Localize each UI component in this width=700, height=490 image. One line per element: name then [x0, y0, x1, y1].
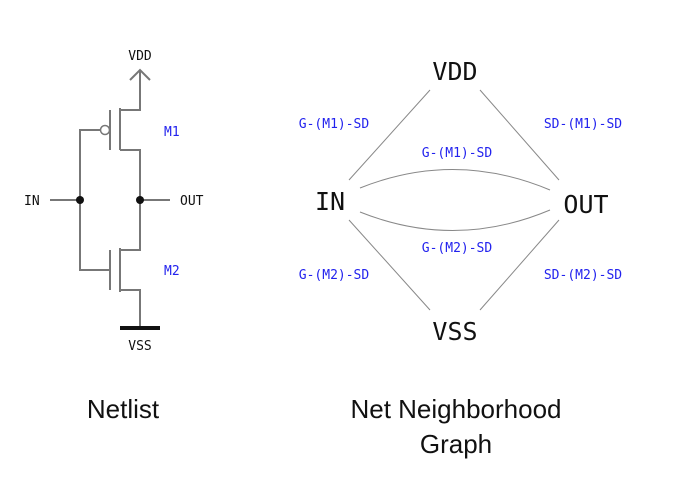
edge-out-vdd [479, 89, 560, 181]
edge-in-out-bottom [359, 209, 551, 231]
m1-label: M1 [164, 125, 180, 140]
graph-title-line2: Graph [420, 429, 492, 459]
edge-out-vss [479, 219, 560, 311]
vdd-arrow [120, 68, 151, 111]
net-neighborhood-graph: VDD IN OUT VSS G-(M1)-SD SD-(M1)-SD G-(M… [299, 57, 623, 346]
edge-label-in-vdd: G-(M1)-SD [299, 117, 370, 132]
node-vdd: VDD [432, 57, 477, 86]
edge-label-in-out-bottom: G-(M2)-SD [422, 241, 493, 256]
m2-source-wire [120, 289, 141, 328]
in-label: IN [24, 194, 40, 209]
edge-in-out-top [359, 169, 551, 191]
graph-title-line1: Net Neighborhood [350, 394, 561, 424]
m1-gate-wire [79, 129, 110, 271]
edge-label-out-vss: SD-(M2)-SD [544, 268, 622, 283]
edge-in-vss [348, 219, 431, 311]
edge-label-in-vss: G-(M2)-SD [299, 268, 370, 283]
edge-in-vdd [348, 89, 431, 181]
m1-gate-bubble [99, 124, 111, 136]
out-junction-dot [136, 196, 144, 204]
netlist-title: Netlist [87, 394, 160, 424]
netlist-schematic: VDD VSS IN OUT M1 M2 [24, 49, 204, 354]
node-out: OUT [563, 190, 608, 219]
node-in: IN [315, 187, 345, 216]
vdd-label: VDD [128, 49, 152, 64]
in-junction-dot [76, 196, 84, 204]
vss-label: VSS [128, 339, 151, 354]
m2-label: M2 [164, 264, 180, 279]
edge-label-out-vdd: SD-(M1)-SD [544, 117, 622, 132]
out-label: OUT [180, 194, 204, 209]
node-vss: VSS [432, 317, 477, 346]
edge-label-in-out-top: G-(M1)-SD [422, 146, 493, 161]
